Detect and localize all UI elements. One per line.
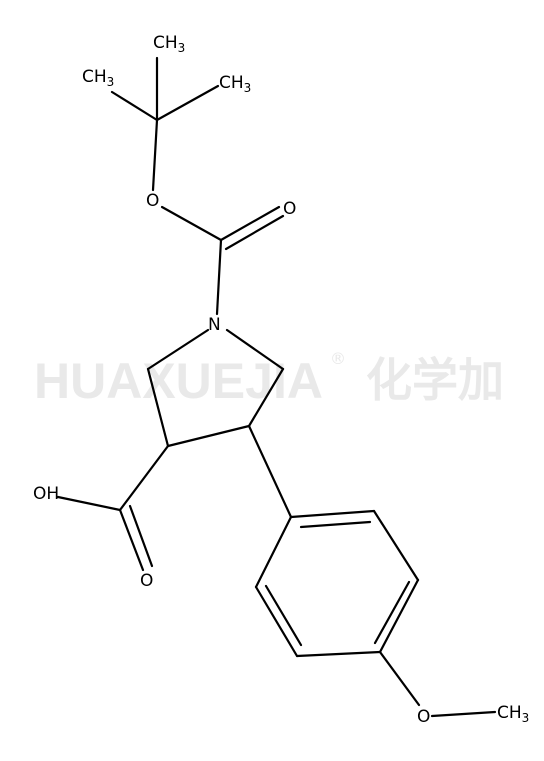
bond-aryl-methoxy-oxygen <box>378 650 421 707</box>
bond-ring-n-c2 <box>146 328 210 371</box>
bond-ring-c3-c4 <box>166 424 251 448</box>
bond-carbonyl-double-a <box>219 205 281 242</box>
bond-carboxyl-hydroxyl <box>56 495 122 512</box>
bond-aryl-4-5 <box>295 650 382 658</box>
bond-carboxyl-double-b <box>128 504 154 568</box>
methyl-left-label: CH3 <box>82 67 114 89</box>
bond-aryl-2-3 <box>372 509 420 582</box>
methoxy-oxygen-label: O <box>417 707 430 727</box>
bond-ester-oxygen-carbonyl <box>160 205 223 242</box>
bond-ring-c5-c4 <box>247 367 285 428</box>
methyl-top-label: CH3 <box>153 33 185 55</box>
bond-c3-carboxyl <box>118 444 170 512</box>
nitrogen-label: N <box>208 315 221 335</box>
bond-carbonyl-nitrogen <box>215 238 223 316</box>
bond-methoxy-oxygen-methyl <box>430 710 497 718</box>
bond-aryl-3-4-inner <box>373 580 411 645</box>
atom-labels: CH3 CH3 CH3 O O N OH O O CH3 <box>33 33 529 727</box>
bond-carbonyl-double-b <box>224 214 285 251</box>
carbonyl-oxygen-label: O <box>283 199 296 219</box>
bond-ring-c2-c3 <box>146 367 170 448</box>
watermark-latin: HUAXUEJIA <box>34 353 323 409</box>
methoxy-methyl-label: CH3 <box>497 703 529 725</box>
bond-aryl-5-6 <box>254 585 299 658</box>
hydroxyl-label: OH <box>33 484 59 504</box>
bond-aryl-1-2-inner <box>299 520 372 529</box>
bond-carboxyl-double-a <box>118 508 145 572</box>
bond-ring-n-c5 <box>225 328 285 371</box>
bond-tbu-methyl-right <box>155 84 220 122</box>
watermark-chinese: 化学加 <box>366 353 504 407</box>
ester-oxygen-label: O <box>146 191 159 211</box>
bond-aryl-5-6-inner <box>264 584 303 647</box>
methyl-right-label: CH3 <box>219 73 251 95</box>
watermark-registered: ® <box>330 349 346 368</box>
bond-aryl-3-4 <box>378 578 420 654</box>
bond-c4-aryl <box>247 424 293 519</box>
bond-aryl-6-1 <box>254 515 293 589</box>
bond-tbu-methyl-left <box>110 90 159 122</box>
bond-aryl-1-2 <box>289 509 376 519</box>
acid-carbonyl-oxygen-label: O <box>140 571 153 591</box>
bonds <box>56 56 497 718</box>
bond-tbu-ester-oxygen <box>151 118 159 192</box>
